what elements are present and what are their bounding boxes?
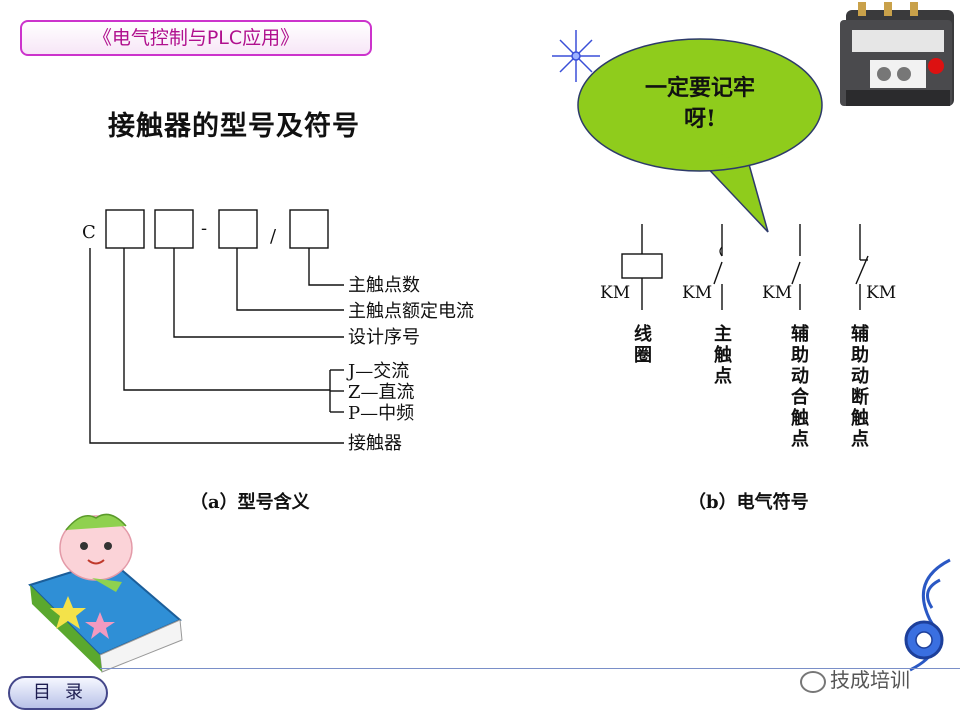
speech-bubble: 一定要记牢 呀! — [577, 38, 823, 233]
sparkle-icon — [552, 30, 600, 82]
aux-no-name-char: 触 — [791, 407, 809, 429]
table-of-contents-button[interactable]: 目录 — [8, 676, 108, 710]
model-dash: - — [201, 218, 207, 239]
page-title: 接触器的型号及符号 — [108, 111, 360, 142]
coil-name-char: 圈 — [634, 345, 652, 366]
symbol-tag-main: KM — [682, 283, 712, 303]
label-type-j: J—交流 — [346, 361, 409, 382]
main-contact-symbol — [713, 224, 723, 310]
symbol-tag-aux-nc: KM — [866, 283, 896, 303]
aux-no-contact-symbol — [791, 224, 801, 310]
aux-no-name-char: 助 — [791, 344, 809, 366]
symbol-tag-coil: KM — [600, 283, 630, 303]
caption-model: （a）型号含义 — [190, 491, 310, 513]
aux-nc-name-char: 辅 — [851, 323, 869, 345]
watermark-text: 技成培训 — [830, 668, 910, 692]
model-slash: / — [270, 226, 277, 247]
aux-nc-name-char: 点 — [851, 428, 869, 450]
model-prefix: C — [82, 222, 96, 243]
decorative-scroll-ornament — [904, 558, 951, 672]
wechat-icon — [800, 670, 826, 693]
symbol-names: 线 圈 主 触 点 辅 助 动 合 触 点 辅 助 动 断 触 点 — [634, 323, 869, 450]
watermark: 技成培训 — [800, 664, 910, 693]
aux-nc-name-char: 助 — [851, 344, 869, 366]
main-contact-name-char: 触 — [714, 344, 732, 366]
label-type-z: Z—直流 — [348, 382, 415, 403]
callout-line-2: 呀! — [684, 106, 716, 132]
model-box-3 — [218, 209, 258, 249]
footer-divider — [100, 668, 960, 669]
aux-no-name-char: 动 — [791, 366, 809, 387]
electrical-symbols — [621, 224, 869, 310]
course-title-tab: 《电气控制与PLC应用》 — [20, 20, 372, 56]
model-box-4 — [289, 209, 329, 249]
label-type-p: P—中频 — [348, 403, 414, 424]
label-design-number: 设计序号 — [348, 327, 420, 348]
main-contact-name-char: 点 — [714, 365, 732, 387]
caption-symbols: （b）电气符号 — [688, 491, 809, 513]
label-main-contact-current: 主触点额定电流 — [348, 301, 474, 322]
model-box-1 — [105, 209, 145, 249]
symbol-tag-aux-no: KM — [762, 283, 792, 303]
model-box-2 — [154, 209, 194, 249]
coil-name-char: 线 — [634, 323, 652, 345]
thermal-relay-image — [840, 2, 954, 106]
callout-line-1: 一定要记牢 — [645, 75, 755, 101]
aux-no-name-char: 点 — [791, 428, 809, 450]
label-main-contact-count: 主触点数 — [348, 275, 420, 296]
aux-nc-name-char: 触 — [851, 407, 869, 429]
aux-no-name-char: 辅 — [791, 323, 809, 345]
main-contact-name-char: 主 — [714, 323, 732, 345]
coil-symbol — [621, 224, 663, 310]
label-contactor: 接触器 — [348, 433, 402, 454]
aux-nc-name-char: 断 — [851, 386, 869, 408]
cartoon-book-mascot — [28, 513, 183, 673]
aux-nc-contact-symbol — [855, 224, 869, 310]
aux-no-name-char: 合 — [791, 386, 810, 408]
aux-nc-name-char: 动 — [851, 366, 869, 387]
model-code-diagram — [89, 209, 344, 444]
